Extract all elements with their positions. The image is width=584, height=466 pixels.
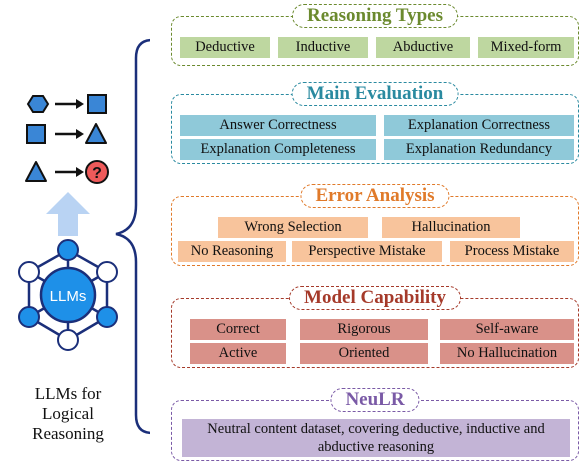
error-chip: Hallucination [382,217,520,238]
error-chip: Perspective Mistake [292,241,442,262]
evaluation-chip: Answer Correctness [180,115,376,136]
evaluation-chip: Explanation Correctness [384,115,574,136]
capability-chip: No Hallucination [440,343,574,364]
reasoning-type-chip: Inductive [278,37,368,58]
llm-badge-label: LLMs [50,288,87,305]
left-illustration: ? LLMs [18,38,150,435]
error-chip: No Reasoning [178,241,286,262]
error-chip: Wrong Selection [218,217,368,238]
neulr-title: NeuLR [330,388,420,412]
hexagon-to-square-icon [26,94,107,114]
svg-text:?: ? [92,165,102,182]
main-evaluation-panel: Main Evaluation Answer Correctness Expla… [171,82,579,164]
reasoning-type-chip: Abductive [376,37,470,58]
reasoning-type-chip: Mixed-form [478,37,574,58]
reasoning-types-title: Reasoning Types [291,4,459,28]
llm-network-icon: LLMs [18,239,118,351]
capability-chip: Correct [190,319,286,340]
error-chip: Process Mistake [450,241,574,262]
capability-chip: Active [190,343,286,364]
capability-chip: Self-aware [440,319,574,340]
up-arrow-icon [46,192,90,236]
main-evaluation-title: Main Evaluation [291,82,459,106]
model-capability-panel: Model Capability Correct Rigorous Self-a… [171,286,579,368]
neulr-description: Neutral content dataset, covering deduct… [182,419,570,457]
evaluation-chip: Explanation Completeness [180,139,376,160]
capability-chip: Rigorous [300,319,428,340]
reasoning-type-chip: Deductive [180,37,270,58]
model-capability-title: Model Capability [289,286,461,310]
neulr-panel: NeuLR Neutral content dataset, covering … [171,388,579,461]
llm-caption: LLMs for Logical Reasoning [32,384,104,443]
evaluation-chip: Explanation Redundancy [384,139,574,160]
reasoning-types-panel: Reasoning Types Deductive Inductive Abdu… [171,4,579,66]
curly-brace [115,38,150,435]
square-to-triangle-icon [26,123,107,144]
capability-chip: Oriented [300,343,428,364]
error-analysis-panel: Error Analysis Wrong Selection Hallucina… [171,184,579,266]
triangle-to-question-icon: ? [25,160,109,184]
error-analysis-title: Error Analysis [300,184,450,208]
